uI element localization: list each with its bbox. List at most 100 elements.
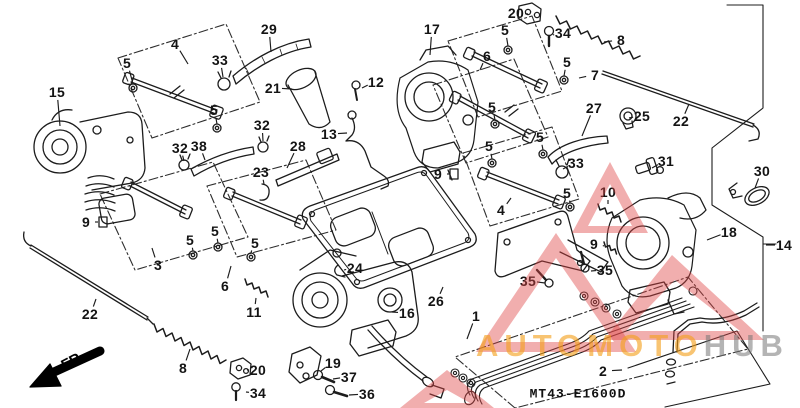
joints [620, 108, 772, 209]
leader-line-5 [563, 69, 566, 77]
part-callout-14: 14 [775, 237, 793, 253]
hoses [191, 39, 608, 186]
part-callout-17: 17 [423, 21, 441, 37]
leader-line-5 [493, 114, 496, 121]
fr-arrow [30, 351, 100, 387]
leader-line-4 [179, 50, 189, 65]
leader-line-11 [254, 297, 257, 305]
leader-line-5 [541, 144, 544, 151]
leader-line-6 [479, 62, 484, 71]
part-callout-4: 4 [496, 202, 506, 218]
leader-line-2 [611, 369, 623, 372]
part-callout-5: 5 [484, 138, 494, 154]
leader-line-32 [182, 155, 185, 162]
part-callout-26: 26 [427, 293, 445, 309]
leader-line-5 [215, 117, 218, 125]
part-callout-21: 21 [264, 80, 282, 96]
part-callout-18: 18 [720, 224, 738, 240]
leader-line-37 [332, 377, 341, 380]
part-callout-6: 6 [482, 48, 492, 64]
leader-line-5 [128, 70, 134, 85]
part-callout-22: 22 [672, 113, 690, 129]
leader-line-6 [227, 265, 232, 279]
part-callout-5: 5 [500, 22, 510, 38]
part-callout-29: 29 [260, 21, 278, 37]
leader-line-4 [506, 197, 512, 205]
carburetor-16 [293, 249, 444, 398]
part-callout-19: 19 [324, 355, 342, 371]
leader-line-30 [754, 178, 760, 189]
part-callout-37: 37 [340, 369, 358, 385]
leader-line-5 [490, 153, 493, 160]
part-callout-20: 20 [507, 5, 525, 21]
part-callout-31: 31 [657, 153, 675, 169]
leader-line-33 [220, 67, 224, 78]
fuel-rail [451, 287, 697, 406]
leader-line-15 [57, 99, 61, 127]
part-callout-4: 4 [170, 36, 180, 52]
leader-line-23 [262, 179, 265, 185]
part-callout-5: 5 [122, 55, 132, 71]
part-callout-23: 23 [252, 164, 270, 180]
part-callout-5: 5 [185, 232, 195, 248]
part-callout-38: 38 [190, 138, 208, 154]
fuel-tube-13 [346, 81, 389, 189]
part-callout-12: 12 [367, 74, 385, 90]
leader-line-5 [191, 247, 194, 252]
part-callout-5: 5 [210, 223, 220, 239]
part-callout-32: 32 [253, 117, 271, 133]
part-callout-16: 16 [398, 305, 416, 321]
part-callout-5: 5 [562, 185, 572, 201]
part-callout-5: 5 [487, 99, 497, 115]
leader-line-38 [202, 153, 206, 161]
part-callout-9: 9 [589, 236, 599, 252]
part-callout-20: 20 [249, 362, 267, 378]
part-callout-11: 11 [246, 304, 262, 320]
leader-line-31 [651, 164, 659, 169]
part-callout-35: 35 [519, 273, 537, 289]
part-callout-36: 36 [358, 386, 376, 402]
carburetor-18 [607, 193, 706, 314]
vacuum-cylinder [283, 64, 330, 127]
carburetor-15 [34, 110, 145, 225]
leader-line-29 [269, 36, 272, 53]
part-callout-24: 24 [346, 260, 364, 276]
cable-joints [230, 3, 554, 400]
part-callout-6: 6 [220, 278, 230, 294]
part-callout-5: 5 [535, 129, 545, 145]
part-callout-33: 33 [211, 52, 229, 68]
part-callout-27: 27 [585, 100, 603, 116]
leader-line-5 [216, 238, 219, 244]
leader-line-22 [92, 298, 97, 307]
leader-line-26 [439, 286, 444, 295]
part-callout-28: 28 [289, 138, 307, 154]
part-callout-8: 8 [178, 360, 188, 376]
part-callout-30: 30 [753, 163, 771, 179]
leader-line-27 [581, 115, 591, 137]
leader-line-36 [348, 393, 359, 396]
choke-rods [24, 71, 760, 324]
part-callout-5: 5 [250, 235, 260, 251]
clamps [179, 71, 569, 277]
leader-line-5 [506, 37, 509, 47]
part-callout-33: 33 [567, 155, 585, 171]
part-callout-13: 13 [320, 126, 338, 142]
assembly-boundary [712, 5, 763, 331]
leader-line-5 [250, 250, 253, 254]
leader-line-24 [343, 268, 347, 271]
leader-line-12 [361, 84, 368, 89]
part-callout-2: 2 [598, 363, 608, 379]
part-callout-34: 34 [554, 25, 572, 41]
part-callout-9: 9 [433, 166, 443, 182]
part-callout-8: 8 [616, 32, 626, 48]
leader-line-25 [628, 116, 634, 119]
leader-line-22 [684, 103, 690, 114]
part-callout-5: 5 [209, 102, 219, 118]
leader-line-3 [151, 247, 156, 258]
part-callout-10: 10 [599, 184, 617, 200]
part-callout-7: 7 [590, 67, 600, 83]
part-callout-32: 32 [171, 140, 189, 156]
leader-line-35 [536, 281, 546, 284]
